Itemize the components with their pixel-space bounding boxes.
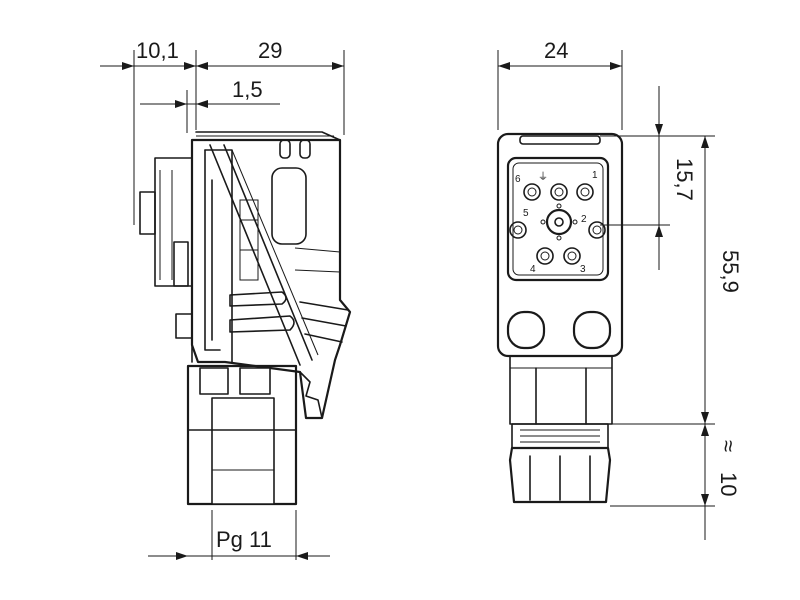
side-rear-flange <box>154 157 196 287</box>
pin-label-3: 3 <box>580 264 586 275</box>
dim-height-total: 55,9 <box>718 250 743 293</box>
dim-width-front: 24 <box>544 38 568 63</box>
dim-width-main: 29 <box>258 38 282 63</box>
pin-label-1: 1 <box>592 170 598 181</box>
pin-1 <box>576 183 594 201</box>
pin-5 <box>509 221 527 239</box>
pin-label-2: 2 <box>581 214 587 225</box>
dimension-lines <box>100 50 715 560</box>
dim-approx-symbol: ≈ <box>716 440 741 452</box>
pin-center <box>545 208 573 236</box>
pin-label-5: 5 <box>523 208 529 219</box>
pin-2 <box>588 221 606 239</box>
pin-label-ground: ⏚ <box>538 171 548 183</box>
front-screw-right <box>572 310 612 350</box>
front-neck <box>509 355 613 425</box>
pin-6 <box>523 183 541 201</box>
front-view: 6 ⏚ 1 5 2 4 3 <box>496 132 624 504</box>
pin-label-4: 4 <box>530 264 536 275</box>
front-screw-left <box>506 310 546 350</box>
pin-3 <box>563 247 581 265</box>
dim-gland-length: 10 <box>716 472 741 496</box>
dim-cable-gland: Pg 11 <box>216 527 272 552</box>
dim-height-pins: 15,7 <box>672 158 697 201</box>
side-view <box>139 131 352 506</box>
dim-offset: 1,5 <box>232 77 263 102</box>
pin-label-6: 6 <box>515 174 521 185</box>
dim-width-left: 10,1 <box>136 38 179 63</box>
pin-ground <box>550 183 568 201</box>
side-rear-pin-block <box>139 191 156 235</box>
pin-4 <box>536 247 554 265</box>
